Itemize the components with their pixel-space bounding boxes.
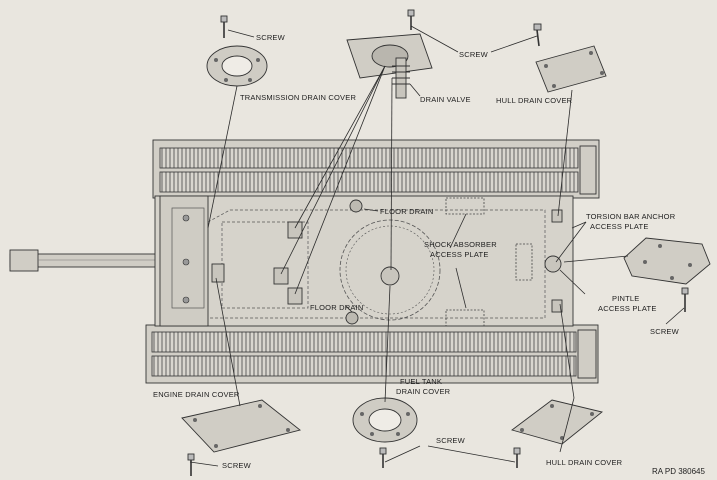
label-fuel-tank-1: FUEL TANK — [400, 377, 442, 386]
engine-drain-cover — [181, 399, 301, 453]
label-screw-top-right: SCREW — [459, 50, 489, 59]
hull-drain-cover-bottom — [511, 399, 603, 445]
fuel-tank-drain-cover — [352, 397, 418, 443]
label-engine-drain-cover: ENGINE DRAIN COVER — [153, 390, 240, 399]
leader-lines — [189, 25, 685, 467]
drain-valve — [346, 33, 433, 99]
label-floor-drain-bottom: FLOOR DRAIN — [310, 303, 363, 312]
label-drain-valve: DRAIN VALVE — [420, 95, 471, 104]
screw-bottom-left — [187, 453, 195, 476]
label-hull-drain-cover-bottom: HULL DRAIN COVER — [546, 458, 623, 467]
screw-top-right-b — [533, 23, 542, 47]
label-screw-bottom-left: SCREW — [222, 461, 252, 470]
label-pintle-1: PINTLE — [612, 294, 639, 303]
label-pintle-2: ACCESS PLATE — [598, 304, 657, 313]
hull-floor — [154, 195, 574, 327]
gun-barrel — [9, 249, 161, 272]
label-shock-absorber-1: SHOCK ABSORBER — [424, 240, 497, 249]
bottom-track — [145, 324, 599, 384]
label-fuel-tank-2: DRAIN COVER — [396, 387, 451, 396]
pintle-access-plate — [623, 237, 711, 285]
label-floor-drain-top: FLOOR DRAIN — [380, 207, 433, 216]
label-screw-right: SCREW — [650, 327, 680, 336]
screw-top-left — [220, 15, 228, 38]
label-screw-bottom-middle: SCREW — [436, 436, 466, 445]
screw-bottom-middle-a — [379, 447, 387, 468]
top-track — [152, 139, 600, 199]
label-torsion-bar-1: TORSION BAR ANCHOR — [586, 212, 676, 221]
label-transmission-drain-cover: TRANSMISSION DRAIN COVER — [240, 93, 356, 102]
figure-code: RA PD 380645 — [652, 467, 705, 476]
label-hull-drain-cover-top: HULL DRAIN COVER — [496, 96, 573, 105]
label-screw-top-left: SCREW — [256, 33, 286, 42]
screw-bottom-middle-b — [513, 447, 521, 468]
label-torsion-bar-2: ACCESS PLATE — [590, 222, 649, 231]
screw-top-right-a — [407, 9, 415, 30]
hull-drain-cover-top — [535, 45, 607, 93]
transmission-drain-cover — [206, 45, 268, 87]
label-shock-absorber-2: ACCESS PLATE — [430, 250, 489, 259]
screw-right — [681, 287, 689, 312]
